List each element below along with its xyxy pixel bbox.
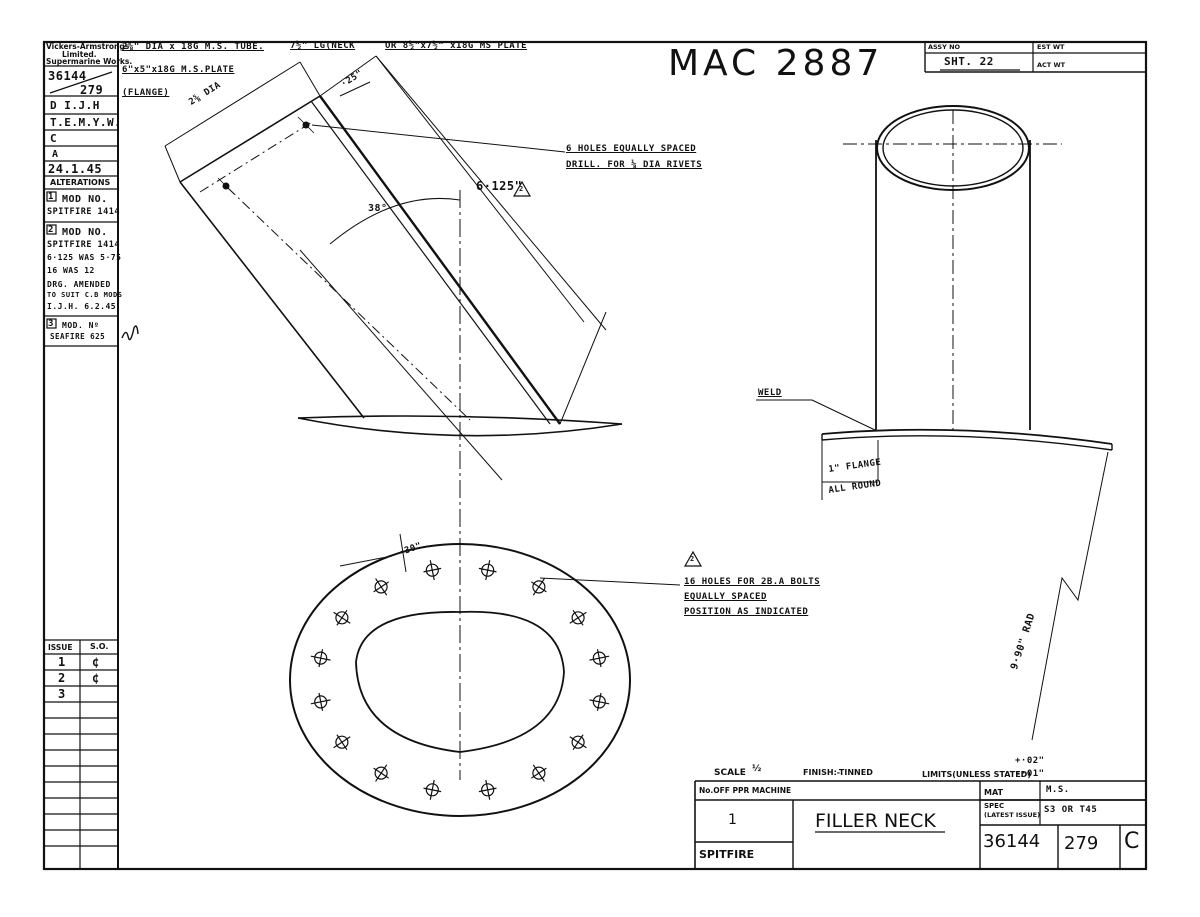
- alt2-d: 16 WAS 12: [47, 266, 95, 275]
- traced-by: T.E.M.Y.W.: [50, 116, 122, 129]
- spec-label-1: SPEC: [984, 802, 1005, 810]
- alt2-a: MOD NO.: [62, 227, 108, 238]
- alt2-g: I.J.H. 6.2.45: [47, 302, 117, 311]
- alt3-a: MOD. Nº: [62, 321, 100, 330]
- mat-value: M.S.: [1046, 785, 1070, 795]
- aircraft-label: SPITFIRE: [699, 848, 755, 861]
- spec-value: S3 OR T45: [1044, 805, 1098, 815]
- approved-by: A: [52, 149, 59, 160]
- company-line-3: Supermarine Works.: [46, 57, 133, 66]
- company-line-1: Vickers-Armstrongs: [46, 42, 130, 51]
- approved-date: 24.1.45: [48, 162, 103, 176]
- holes-note-1: 6 HOLES EQUALLY SPACED: [566, 144, 697, 154]
- alt2-e: DRG. AMENDED: [47, 280, 111, 289]
- issue-header: ISSUE: [48, 643, 73, 652]
- no-off-label: No.OFF PPR MACHINE: [699, 786, 792, 795]
- limits-plus: +·02": [1015, 756, 1045, 766]
- mat-label: MAT: [984, 788, 1003, 797]
- issue-row-3: 3: [58, 687, 66, 701]
- issue-row-1: 1: [58, 655, 66, 669]
- bolt-hole: [589, 692, 610, 711]
- rev-mark-length: 2: [519, 185, 524, 193]
- part-number-c: C: [1124, 829, 1140, 854]
- dim-angle: 38°: [368, 203, 388, 214]
- bolt-hole: [310, 649, 331, 668]
- note-plate-alt: OR 8½"x7½" x18G MS PLATE: [385, 41, 528, 51]
- company-line-2: Limited.: [62, 50, 97, 59]
- bolt-hole: [423, 560, 442, 581]
- finish-label: FINISH:-TINNED: [803, 768, 873, 777]
- ref-sub: 279: [80, 83, 104, 97]
- so-row-1: ¢: [92, 655, 100, 669]
- rev-mark-bolts: 2: [690, 555, 695, 563]
- bolt-holes: [310, 560, 610, 800]
- alt2-b: SPITFIRE 1414: [47, 240, 121, 250]
- so-row-2: ¢: [92, 671, 100, 685]
- note-neck: 7½" LG(NECK: [290, 41, 356, 51]
- dim-length: 6·125": [476, 179, 523, 193]
- alt3-b: SEAFIRE 625: [50, 332, 106, 341]
- bolt-hole: [310, 692, 331, 711]
- bolt-hole: [531, 764, 547, 782]
- bolt-hole: [333, 734, 351, 751]
- bolt-hole: [589, 649, 610, 668]
- drawing-number: MAC 2887: [668, 43, 884, 84]
- assy-no-label: ASSY NO: [928, 43, 961, 51]
- spec-label-2: (LATEST ISSUE): [984, 811, 1041, 819]
- scale-value: ½: [752, 764, 762, 774]
- alt3-num: 3: [48, 319, 54, 329]
- drawn-by: D I.J.H: [50, 99, 100, 112]
- part-number-b: 279: [1064, 833, 1099, 854]
- limits-label: LIMITS(UNLESS STATED): [922, 770, 1031, 779]
- alt2-f: TO SUIT C.B MODS: [47, 291, 123, 299]
- alt1-a: MOD NO.: [62, 194, 108, 205]
- bolt-hole: [373, 578, 389, 596]
- checked-by: C: [50, 132, 58, 145]
- part-title: FILLER NECK: [815, 810, 936, 832]
- bolt-hole: [569, 734, 587, 751]
- issue-row-2: 2: [58, 671, 66, 685]
- bolt-hole: [423, 779, 442, 800]
- alterations-label: ALTERATIONS: [50, 178, 111, 187]
- sheet-number: SHT. 22: [944, 55, 994, 68]
- note-tube: 2⅝" DIA x 18G M.S. TUBE.: [122, 42, 265, 52]
- limits-minus: -·01": [1015, 769, 1045, 779]
- bolt-hole: [531, 578, 547, 596]
- alt2-c: 6·125 WAS 5·75: [47, 253, 122, 262]
- est-wt-label: EST WT: [1037, 43, 1065, 51]
- bolts-note-3: POSITION AS INDICATED: [684, 607, 809, 617]
- note-plate: 6"x5"x18G M.S.PLATE: [122, 65, 235, 75]
- bolt-hole: [478, 779, 497, 800]
- weld-label: WELD: [758, 388, 782, 398]
- part-number-a: 36144: [983, 831, 1041, 852]
- so-header: S.O.: [90, 642, 109, 651]
- note-flange: (FLANGE): [122, 88, 170, 98]
- alt1-b: SPITFIRE 1414: [47, 207, 121, 217]
- alt2-num: 2: [48, 225, 54, 235]
- bolt-hole: [333, 609, 351, 626]
- holes-note-2: DRILL. FOR ⅛ DIA RIVETS: [566, 160, 703, 170]
- bolts-note-2: EQUALLY SPACED: [684, 592, 767, 602]
- act-wt-label: ACT WT: [1037, 61, 1066, 69]
- bolts-note-1: 16 HOLES FOR 2B.A BOLTS: [684, 577, 821, 587]
- bolt-hole: [478, 560, 497, 581]
- bolt-hole: [569, 609, 587, 626]
- ref-number: 36144: [48, 69, 87, 83]
- bolt-hole: [373, 764, 389, 782]
- scale-label: SCALE: [714, 768, 746, 778]
- alt1-num: 1: [48, 192, 54, 202]
- no-off-value: 1: [728, 812, 737, 828]
